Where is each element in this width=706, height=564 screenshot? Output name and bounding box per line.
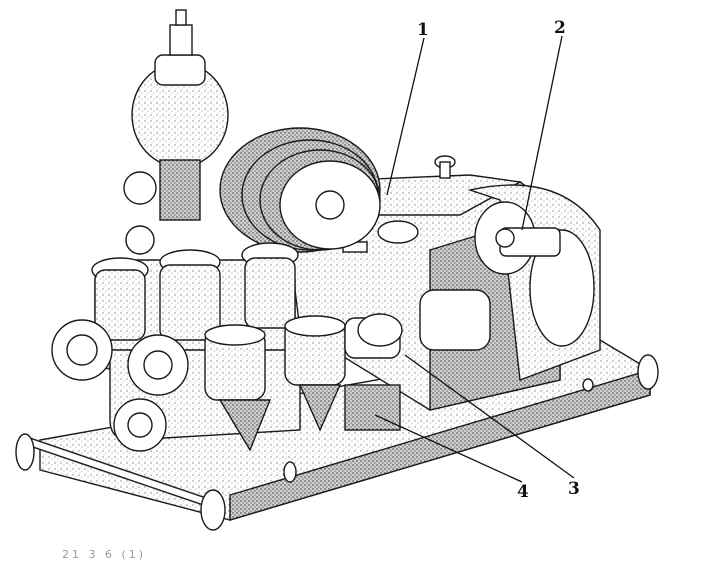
leader-lines [374,35,575,483]
caption-fragment: 21 3 6 (1) [62,548,147,561]
callout-4: 4 [517,482,529,502]
callout-2: 2 [554,18,566,38]
fluid-end [51,171,346,452]
callout-3: 3 [568,479,580,499]
gear-housing [467,184,601,381]
callout-1: 1 [417,20,429,40]
pulley [219,127,381,253]
dampener [131,9,229,221]
